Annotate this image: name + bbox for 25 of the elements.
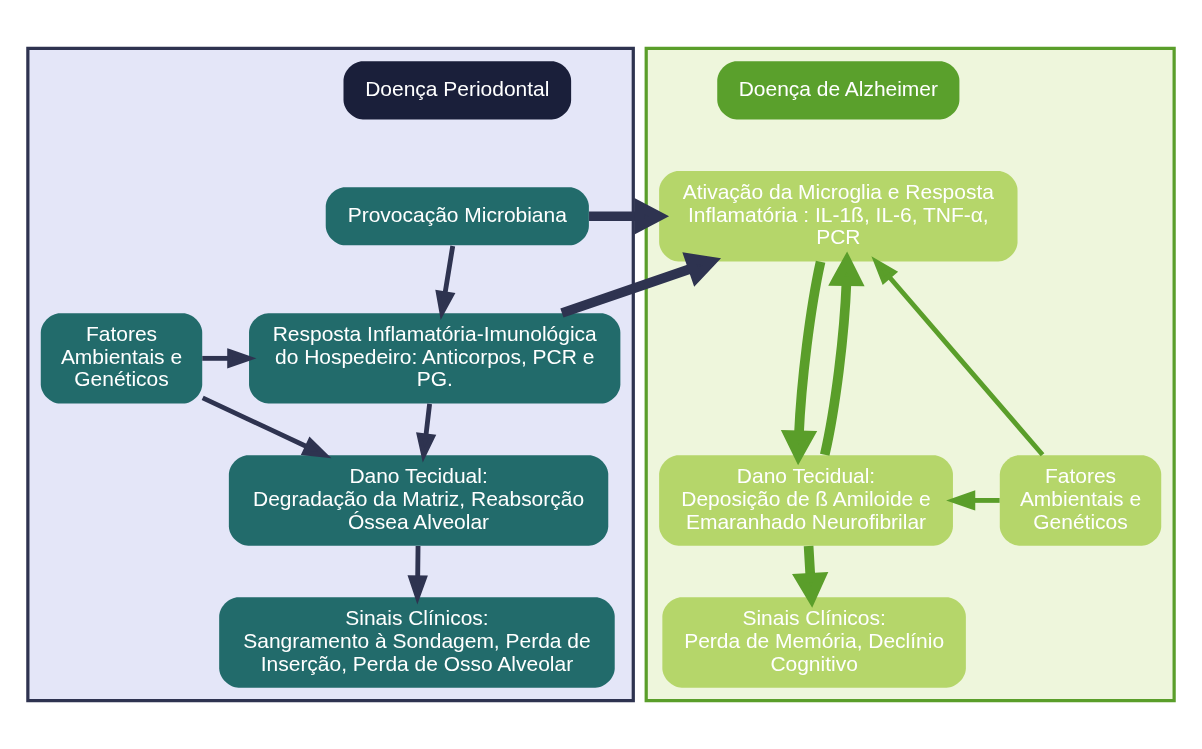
arrow: [202, 348, 257, 369]
cluster: [26, 46, 635, 703]
arrow: [416, 403, 437, 463]
node-box: Sinais Clínicos: Sangramento à Sondagem, Perda de Inserção, Perda de Osso Alveolar: [219, 597, 615, 688]
arrow: [820, 251, 865, 456]
arrow: [780, 260, 826, 466]
arrow: [407, 545, 428, 605]
node-box: Ativação da Microglia e Resposta Inflamatória : IL-1ß, IL-6, TNF-α, PCR: [659, 171, 1018, 262]
node-box: Dano Tecidual: Degradação da Matriz, Reabsorção Óssea Alveolar: [228, 455, 609, 546]
arrow: [560, 252, 722, 318]
cluster: [644, 46, 1176, 703]
node-box: Fatores Ambientais e Genéticos: [40, 313, 203, 404]
node-box: Doença Periodontal: [343, 61, 572, 120]
node-box: Provocação Microbiana: [325, 187, 589, 246]
node-box: Dano Tecidual: Deposição de ß Amiloide e Emaranhado Neurofibrilar: [659, 455, 953, 546]
arrow: [589, 198, 670, 235]
node-box: Doença de Alzheimer: [717, 61, 960, 120]
node-box: Resposta Inflamatória-Imunológica do Hospedeiro: Anticorpos, PCR e PG.: [249, 313, 621, 404]
arrow: [792, 545, 829, 608]
arrow: [871, 256, 1045, 457]
arrow: [946, 490, 1000, 511]
arrow: [201, 395, 332, 459]
arrow: [435, 245, 456, 321]
node-box: Fatores Ambientais e Genéticos: [999, 455, 1162, 546]
node-box: Sinais Clínicos: Perda de Memória, Declínio Cognitivo: [662, 597, 966, 688]
